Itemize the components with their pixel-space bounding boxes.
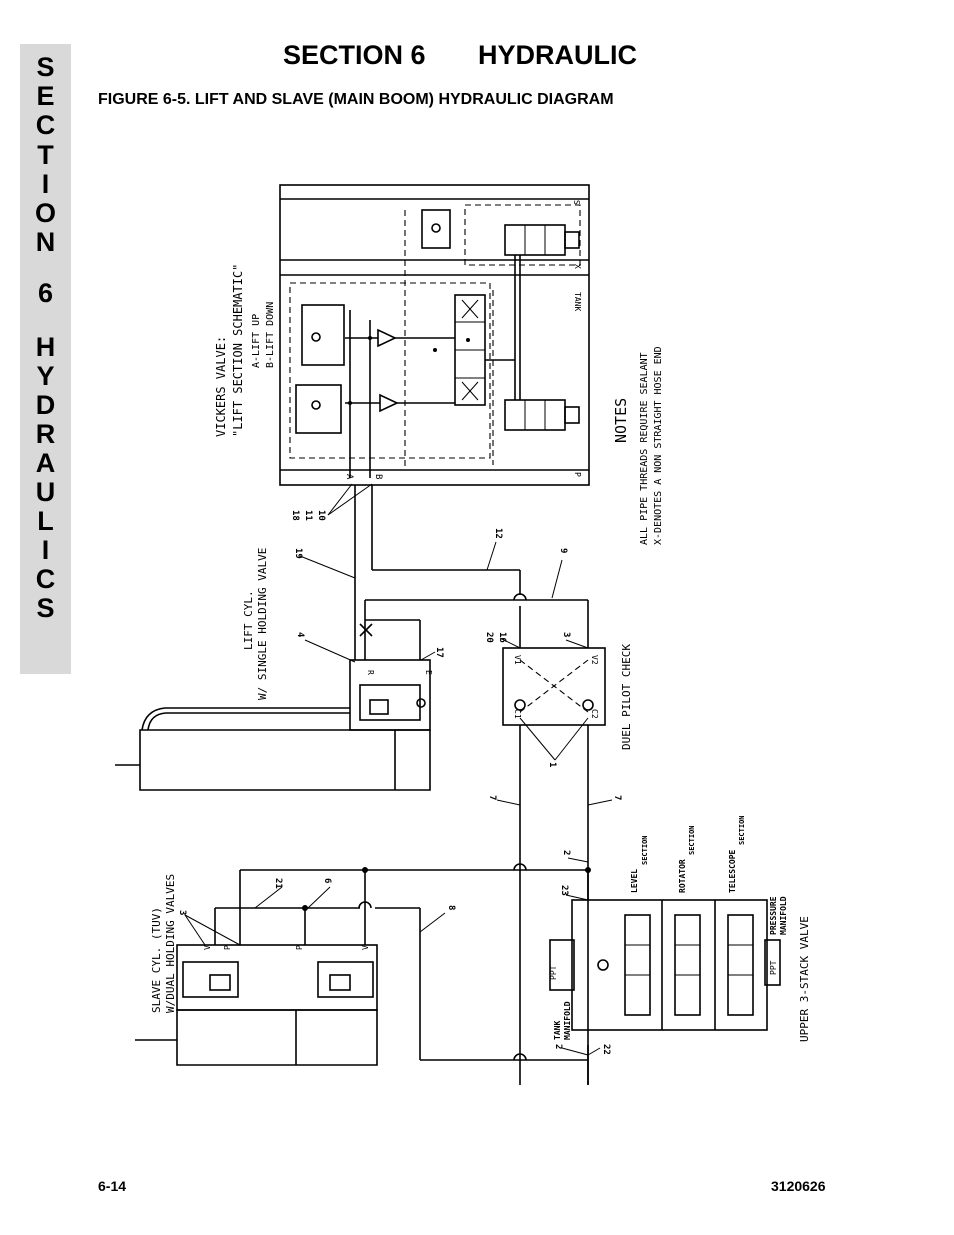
- side-tab-letter: L: [37, 506, 54, 536]
- side-tab-letter: C: [35, 564, 56, 594]
- callout: 12: [493, 528, 503, 539]
- side-tab-letter: I: [41, 535, 50, 565]
- side-tab-letter: T: [37, 140, 54, 170]
- callout: 19: [293, 548, 303, 559]
- tank-manifold-label: TANK: [553, 1021, 562, 1040]
- rotator-section-label: ROTATOR: [678, 859, 687, 893]
- section-title: HYDRAULIC: [478, 40, 637, 70]
- side-tab-letter: U: [35, 477, 56, 507]
- vickers-valve-subtitle: "LIFT SECTION SCHEMATIC": [231, 264, 245, 437]
- callout: 23: [559, 885, 569, 896]
- slave-port-p-left: P: [223, 945, 232, 950]
- callout: 21: [273, 878, 283, 889]
- port-c2-label: C2: [590, 709, 599, 719]
- rotator-section-sublabel: SECTION: [688, 825, 696, 855]
- callout: 2: [561, 850, 571, 855]
- dual-pilot-check: V1 V2 C1 C2: [502, 647, 606, 761]
- slave-cylinder-subtitle: W/DUAL HOLDING VALVES: [164, 874, 177, 1013]
- port-c1-label: C1: [513, 709, 522, 719]
- slave-cylinder-title: SLAVE CYL. (TUV): [150, 907, 163, 1013]
- level-section-label: LEVEL: [630, 869, 639, 893]
- telescope-section-sublabel: SECTION: [738, 815, 746, 845]
- port-a-label: A: [344, 474, 354, 480]
- note-hose-end: X-DENOTES A NON STRAIGHT HOSE END: [653, 346, 664, 545]
- side-tab-letter: I: [41, 169, 50, 199]
- telescope-section-label: TELESCOPE: [728, 849, 737, 893]
- section-heading: SECTION 6: [283, 40, 426, 70]
- callout: 20: [484, 632, 494, 643]
- callout: 1: [547, 762, 557, 767]
- port-r-label: R: [366, 670, 375, 675]
- callout: 7: [612, 795, 622, 800]
- lift-cylinder-subtitle: W/ SINGLE HOLDING VALVE: [256, 548, 269, 700]
- port-v2-label: V2: [590, 655, 599, 665]
- port-x-label: X: [573, 264, 582, 269]
- side-tab-letter: S: [36, 593, 55, 623]
- port-v1-label: V1: [513, 655, 522, 665]
- port-p-label: P: [573, 472, 582, 477]
- slave-cylinder: P P V V: [135, 944, 378, 1066]
- side-tab-letter: 6: [37, 278, 54, 308]
- pressure-manifold-sublabel: MANIFOLD: [779, 896, 788, 935]
- callout: 8: [446, 905, 456, 910]
- callout-numbers: 18 11 10 19 12 9 4 17 20 16 3 1 7 7 2 23…: [177, 483, 622, 1056]
- side-tab-letter: C: [35, 110, 56, 140]
- callout: 9: [558, 548, 568, 553]
- note-sealant: ALL PIPE THREADS REQUIRE SEALANT: [639, 352, 650, 545]
- port-s-label: S: [572, 200, 581, 205]
- tank-port-label: TANK: [573, 292, 582, 311]
- section-side-tab: S E C T I O N 6 H Y D R A U L I C S: [20, 44, 71, 674]
- side-tab-letter: N: [35, 227, 56, 257]
- callout: 18: [290, 510, 300, 521]
- side-tab-letter: S: [36, 52, 55, 82]
- callout: 11: [303, 510, 313, 521]
- slave-port-p-right: P: [295, 945, 304, 950]
- callout: 10: [316, 510, 326, 521]
- side-tab-letter: D: [35, 390, 56, 420]
- upper-stack-valve: PPT PPT: [549, 899, 781, 1031]
- side-tab-letter: Y: [36, 361, 55, 391]
- vickers-valve-block: TANK X S P A B: [279, 184, 590, 486]
- side-tab-letter: A: [35, 448, 56, 478]
- side-tab-letter: H: [35, 332, 56, 362]
- dual-pilot-check-label: DUEL PILOT CHECK: [620, 644, 633, 750]
- vickers-valve-title: VICKERS VALVE:: [214, 336, 228, 437]
- pressure-manifold-label: PRESSURE: [769, 896, 778, 935]
- callout: 3: [177, 910, 187, 915]
- port-b-label: B: [373, 474, 383, 479]
- lift-cylinder-title: LIFT CYL.: [242, 590, 255, 650]
- hose-lines: [214, 485, 591, 1085]
- side-tab-letter: E: [36, 81, 55, 111]
- callout: 6: [322, 878, 332, 883]
- upper-stack-valve-label: UPPER 3-STACK VALVE: [798, 916, 811, 1042]
- lift-up-label: A-LIFT UP: [251, 314, 262, 368]
- slave-port-v-right: V: [361, 945, 370, 950]
- figure-caption: FIGURE 6-5. LIFT AND SLAVE (MAIN BOOM) H…: [98, 91, 614, 108]
- callout: 4: [295, 632, 305, 638]
- tank-manifold-sublabel: MANIFOLD: [563, 1001, 572, 1040]
- slave-port-v-left: V: [203, 945, 212, 950]
- callout: 3: [561, 632, 571, 637]
- callout: 2: [553, 1044, 563, 1049]
- lift-cylinder: R E: [115, 623, 433, 791]
- callout: 22: [601, 1044, 611, 1055]
- notes-title: NOTES: [612, 398, 630, 443]
- lift-down-label: B-LIFT DOWN: [265, 302, 276, 368]
- ppt-left-label: PPT: [549, 965, 558, 980]
- page-number: 6-14: [98, 1178, 127, 1194]
- document-number: 3120626: [771, 1178, 826, 1194]
- port-e-label: E: [424, 670, 433, 675]
- side-tab-letter: O: [34, 198, 56, 228]
- callout: 7: [487, 795, 497, 800]
- ppt-right-label: PPT: [769, 960, 778, 975]
- callout: 16: [497, 632, 507, 643]
- callout: 17: [434, 647, 444, 658]
- side-tab-letter: R: [35, 419, 56, 449]
- level-section-sublabel: SECTION: [641, 835, 649, 865]
